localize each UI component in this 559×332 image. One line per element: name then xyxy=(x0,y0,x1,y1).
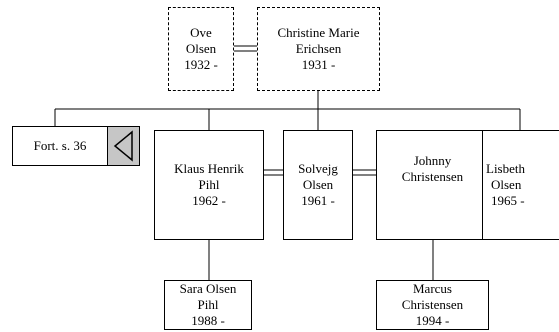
person-name: Ove xyxy=(190,25,212,40)
previous-page-button[interactable] xyxy=(107,127,139,165)
person-box-christine[interactable]: Christine Marie Erichsen 1931 - xyxy=(257,7,380,91)
person-years: 1994 - xyxy=(415,313,450,328)
person-box-marcus[interactable]: Marcus Christensen 1994 - xyxy=(376,280,489,330)
person-box-klaus[interactable]: Klaus Henrik Pihl 1962 - xyxy=(154,130,264,240)
person-surname: Olsen xyxy=(491,177,522,192)
person-box-ove[interactable]: Ove Olsen 1932 - xyxy=(168,7,234,91)
person-years: 1931 - xyxy=(301,57,336,72)
person-surname: Pihl xyxy=(198,177,220,192)
person-name: Johnny xyxy=(413,153,452,168)
person-years: 1965 - xyxy=(491,193,525,208)
person-years: 1932 - xyxy=(184,57,218,72)
person-surname: Olsen xyxy=(185,41,217,56)
person-name: Sara Olsen xyxy=(179,281,237,296)
continuation-label: Fort. s. 36 xyxy=(33,138,87,153)
person-name: Klaus Henrik xyxy=(174,161,244,176)
person-box-sara[interactable]: Sara Olsen Pihl 1988 - xyxy=(164,280,252,330)
person-name: Lisbeth xyxy=(486,161,525,176)
person-years: 1962 - xyxy=(192,193,226,208)
person-surname: Christensen xyxy=(401,169,464,184)
person-box-johnny[interactable]: Johnny Christensen xyxy=(376,130,489,240)
person-surname: Olsen xyxy=(302,177,334,192)
person-box-lisbeth[interactable]: Lisbeth Olsen 1965 - xyxy=(482,130,559,240)
triangle-left-icon xyxy=(113,130,133,162)
person-years: 1988 - xyxy=(191,313,225,328)
person-surname: Erichsen xyxy=(295,41,342,56)
person-surname: Christensen xyxy=(401,297,464,312)
person-box-solvejg[interactable]: Solvejg Olsen 1961 - xyxy=(283,130,353,240)
person-name: Solvejg xyxy=(298,161,338,176)
person-years: 1961 - xyxy=(301,193,335,208)
person-surname: Pihl xyxy=(197,297,219,312)
person-name: Marcus xyxy=(413,281,452,296)
person-name: Christine Marie xyxy=(277,25,360,40)
